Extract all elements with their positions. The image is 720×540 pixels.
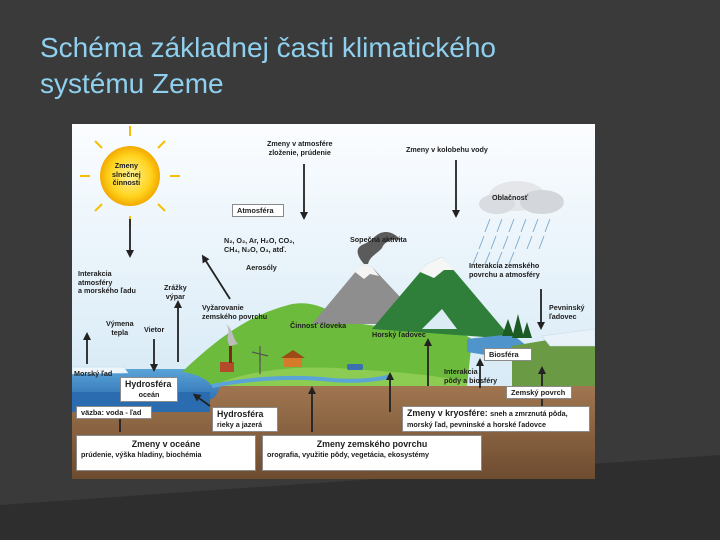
sea-ice (72, 366, 129, 375)
factory-chimney (229, 346, 232, 363)
ice-sheet (541, 328, 595, 347)
volcano-snow (355, 264, 379, 279)
label-clouds: Oblačnosť (492, 193, 529, 202)
label-glacier: Horský ľadovec (372, 330, 426, 339)
green-mountain-snow (420, 257, 454, 278)
factory-smoke (226, 324, 238, 346)
green-mountain (372, 257, 512, 339)
factory (220, 362, 234, 372)
trees (502, 314, 532, 338)
slide-title: Schéma základnej časti klimatického syst… (40, 30, 660, 102)
glacier-ice (422, 309, 457, 329)
label-surface-emission: Vyžarovanie zemského povrchu (202, 303, 268, 321)
box-hydrosphere-rivers: Hydrosféra rieky a jazerá (212, 407, 278, 432)
climate-system-diagram: Zmeny slnečnej činnosti Zmeny v atmosfér… (72, 124, 595, 479)
label-sea-ice: Morský ľad (74, 369, 113, 378)
label-surface-atm-interaction: Interakcia zemského povrchu a atmosféry (469, 261, 540, 279)
label-earth-surface: Zemský povrch (506, 386, 572, 399)
label-human-activity: Činnosť človeka (290, 321, 347, 330)
label-atmosphere: Atmosféra (232, 204, 284, 217)
lowland (212, 367, 467, 386)
volcano-smoke (357, 232, 402, 264)
label-sun: Zmeny slnečnej činnosti (112, 161, 141, 188)
slide-title-line-2: systému Zeme (40, 68, 224, 99)
rain (472, 218, 551, 265)
box-ocean-changes: Zmeny v oceáne prúdenie, výška hladiny, … (76, 435, 256, 471)
house-roof (281, 350, 305, 358)
label-ice-sheet: Pevninský ľadovec (549, 303, 585, 321)
box-cryosphere-changes: Zmeny v kryosfére: sneh a zmrznutá pôda,… (402, 406, 590, 432)
arrow-rivers-up (192, 393, 211, 407)
label-atmosphere-changes: Zmeny v atmosfére zloženie, prúdenie (267, 139, 333, 157)
label-soil-bio-interaction: Interakcia pôdy a biosféry (444, 367, 498, 385)
arrow-emission-up (201, 254, 231, 300)
box-surface-changes: Zmeny zemského povrchu orografia, využit… (262, 435, 482, 471)
car (347, 364, 363, 370)
windmill-blades (251, 346, 269, 362)
label-atm-ocean-interaction: Interakcia atmosféry a morského ľadu (78, 269, 136, 296)
sun (80, 126, 180, 226)
label-volcanic-activity: Sopečná aktivita (350, 235, 407, 244)
box-hydrosphere-ocean: Hydrosféra oceán (120, 377, 178, 402)
green-land (182, 303, 472, 386)
slide-title-line-1: Schéma základnej časti klimatického (40, 32, 496, 63)
label-biosphere: Biosféra (484, 348, 532, 361)
house (284, 357, 302, 367)
label-precipitation: Zrážky výpar (164, 283, 187, 301)
label-aerosols: Aerosóly (246, 263, 277, 272)
cloud (479, 181, 564, 214)
river (211, 374, 393, 388)
label-water-cycle-changes: Zmeny v kolobehu vody (406, 145, 488, 154)
right-lake (467, 334, 527, 356)
label-wind: Vietor (144, 325, 165, 334)
label-gases: N₂, O₂, Ar, H₂O, CO₂, CH₄, N₂O, O₃, atď. (224, 236, 295, 254)
label-heat-exchange: Výmena tepla (106, 319, 134, 337)
label-water-ice-coupling: väzba: voda - ľad (76, 406, 152, 419)
